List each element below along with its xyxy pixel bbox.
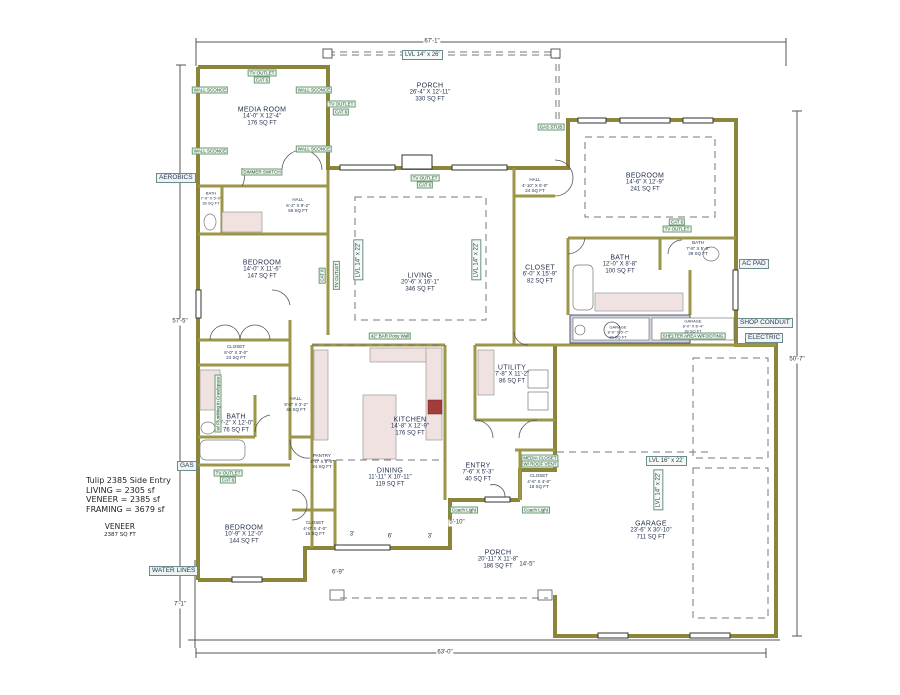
bath-fixtures [199, 211, 720, 461]
tag-tv-outlet: TV OUTLET [213, 469, 243, 477]
water-heater-icon [603, 321, 621, 339]
veneer-area: VENEER = 2385 sf [86, 495, 160, 504]
dimension-left: 57'-5" [171, 318, 189, 326]
label-gas: GAS [177, 461, 197, 471]
tag-cat6: CAT 6 [318, 267, 326, 284]
kitchen-fixtures [313, 347, 443, 460]
plan-summary-notes: Tulip 2385 Side Entry LIVING = 2305 sf V… [86, 476, 171, 514]
label-water-lines: WATER LINES [149, 566, 199, 576]
plan-name: Tulip 2385 Side Entry [86, 476, 171, 485]
hvac-unit-icon [574, 324, 586, 336]
posts [329, 589, 553, 601]
tag-plumbing-crawlspace: w/ Plumbing in Crawlspace [214, 374, 222, 433]
doors [209, 149, 683, 521]
tag-cat6: CAT 6 [332, 108, 350, 116]
dimension-porch-left: 6'-9" [331, 569, 345, 577]
dimension-porch-depth: 14'-5" [518, 561, 536, 569]
tag-tv-outlet: TV OUTLET [410, 174, 440, 182]
tag-cat6: CAT 6 [253, 76, 271, 84]
beam-garage-horizontal: LVL 16" x 22' [646, 456, 687, 466]
tag-wall-sconce: WALL SCONCE [295, 86, 333, 94]
dimension-window-right: 3' [426, 533, 434, 541]
tag-tv-outlet: TV OUTLET [662, 225, 692, 233]
tag-dimmer-switch: DIMMER SWITCH [241, 168, 283, 176]
tag-gas-stub: GAS STUB [537, 123, 565, 131]
dimension-left-lower: 7'-1" [173, 601, 187, 609]
beam-garage-vertical: LVL 14" x 22' [653, 469, 664, 511]
windows [195, 117, 739, 639]
framing-area: FRAMING = 3679 sf [86, 504, 165, 514]
tag-bar-pony-wall: 42" BAR Pony Wall [368, 332, 412, 340]
living-area: LIVING = 2305 sf [86, 485, 155, 495]
tag-coach-light: Coach Light [449, 506, 479, 514]
tag-tv-outlet: TV OUTLET [326, 100, 356, 108]
beam-porch: LVL 14" x 26' [402, 50, 443, 60]
tag-coach-light: Coach Light [521, 506, 551, 514]
dimension-window-mid: 6' [386, 533, 394, 541]
tag-wall-sconce: WALL SCONCE [191, 147, 229, 155]
tag-wall-sconce: WALL SCONCE [191, 86, 229, 94]
beam-living-right: LVL 14" x 22' [471, 239, 482, 281]
tag-cat6: CAT 6 [219, 476, 237, 484]
dimension-window-left: 3' [348, 531, 356, 539]
tag-media-closet-vent: W/ ROOF VENT [521, 460, 559, 468]
label-aerobics: AEROBICS [156, 173, 196, 183]
dimension-bottom: 63'-0" [436, 649, 454, 657]
dimension-right: 50'-7" [788, 356, 806, 364]
dimension-top: 67'-1" [423, 38, 441, 46]
tag-cat6: CAT 6 [668, 218, 686, 226]
interior-walls [198, 168, 776, 548]
beam-living-left: LVL 14" x 22' [353, 239, 364, 281]
tag-wall-sconce: WALL SCONCE [295, 145, 333, 153]
tag-tv-outlet: TV OUTLET [332, 261, 340, 290]
tag-tv-outlet: TV OUTLET [247, 69, 277, 77]
tag-shelter-area: SHELTER AREA W/FOOTING [660, 332, 726, 340]
veneer-note: VENEER 2387 SQ FT [104, 522, 136, 538]
label-electric: ELECTRIC [745, 333, 784, 343]
label-ac-pad: AC PAD [739, 259, 769, 269]
range-icon [427, 399, 443, 415]
label-shop-conduit: SHOP CONDUIT [737, 318, 793, 328]
tag-cat6: CAT 6 [416, 181, 434, 189]
dimension-porch-side: 5'-10" [448, 519, 466, 527]
